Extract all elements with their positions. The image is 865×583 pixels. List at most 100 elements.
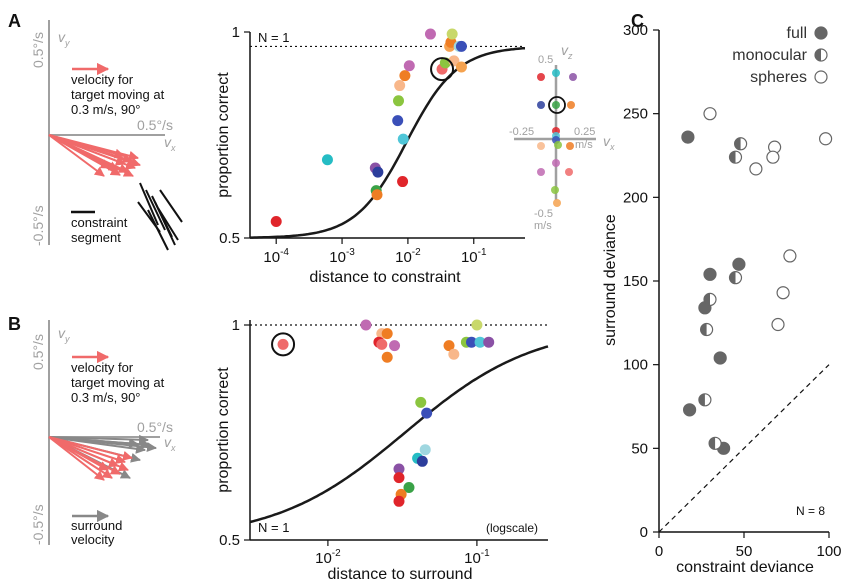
b-highlight-ring <box>271 332 296 357</box>
inset-top-label: 0.5 <box>538 54 553 66</box>
panel-label-c: C <box>631 11 644 31</box>
c-point-monocular-4 <box>699 322 714 337</box>
inset-point-4 <box>552 101 560 109</box>
a-point-22 <box>455 61 467 73</box>
inset-left-label: -0.25 <box>509 126 534 138</box>
a-x-tick-label-2-exp: -2 <box>412 247 421 258</box>
b-point-21 <box>393 472 405 484</box>
b-scale-note: (logscale) <box>486 521 538 535</box>
c-point-spheres-3 <box>766 150 780 164</box>
b-point-8 <box>471 319 483 331</box>
b-velocity-arrow-6 <box>48 436 133 461</box>
a-y-tick-label-1: 1 <box>232 24 240 41</box>
c-y-tick-label-5: 250 <box>623 106 648 123</box>
b-point-15 <box>415 396 427 408</box>
b-point-0 <box>277 338 289 350</box>
panel-b-velocity-diagram: vy 0.5°/s -0.5°/s 0.5°/s vx velocity for… <box>30 320 176 547</box>
a-fit-path <box>250 46 526 239</box>
c-y-tick-label-4: 200 <box>623 189 648 206</box>
chart-a: distance to constraint proportion correc… <box>215 24 615 286</box>
a-x-axis-label: distance to constraint <box>309 269 461 286</box>
a-x-tick-label-3: 10-1 <box>461 247 487 266</box>
b-x-tick-label-0-exp: -2 <box>332 548 341 559</box>
a-x-tick-label-1-exp: -3 <box>346 247 355 258</box>
a-x-tick-label-2-base: 10 <box>395 249 412 266</box>
b-point-12 <box>483 336 495 348</box>
b-vx-tick: 0.5°/s <box>137 419 173 435</box>
c-identity-path <box>658 364 830 533</box>
inset-point-1 <box>552 69 560 77</box>
b-point-20 <box>393 463 405 475</box>
b-x-tick-label-1-exp: -1 <box>481 548 490 559</box>
constraint-segment-0 <box>139 182 159 226</box>
inset-point-16 <box>553 199 561 207</box>
c-point-monocular-0 <box>733 137 748 151</box>
a-point-1 <box>321 154 333 166</box>
b-fit-path <box>249 345 549 524</box>
chart-b: distance to surround proportion correct … <box>215 317 549 583</box>
inset-point-15 <box>551 186 559 194</box>
a-points <box>270 28 467 228</box>
panel-label-b: B <box>8 314 21 334</box>
panel-label-a: A <box>8 11 21 31</box>
c-legend-marker-full <box>814 26 828 40</box>
b-x-tick-label-1-base: 10 <box>464 550 481 567</box>
a-highlight-ring <box>430 57 455 82</box>
c-legend-label-monocular: monocular <box>732 47 807 64</box>
inset-point-13 <box>537 168 545 176</box>
b-neg-label: -0.5°/s <box>30 504 46 545</box>
inset-point-3 <box>537 101 545 109</box>
constraint-segment-7 <box>157 207 179 241</box>
c-point-monocular-0-fill <box>734 137 741 150</box>
inset-vx-label: vx <box>603 133 615 152</box>
a-point-10 <box>394 80 406 92</box>
a-point-3 <box>372 166 384 178</box>
inset-point-2 <box>569 73 577 81</box>
inset-right-unit: m/s <box>575 139 593 151</box>
a-point-7 <box>397 133 409 145</box>
c-point-spheres-4 <box>749 162 763 176</box>
c-point-full-4 <box>713 351 727 365</box>
c-point-spheres-6 <box>776 286 790 300</box>
a-x-tick-label-1-base: 10 <box>329 249 346 266</box>
a-velocity-arrow-10 <box>48 134 125 159</box>
b-point-7 <box>381 351 393 363</box>
b-vx-label: vx <box>164 434 176 453</box>
b-y-tick-label-1: 1 <box>232 317 240 334</box>
b-legend-line1: velocity for <box>71 360 134 375</box>
b-x-tick-label-0-base: 10 <box>315 550 332 567</box>
constraint-segment-6 <box>159 189 183 223</box>
b-point-22 <box>403 482 415 494</box>
b-velocity-arrow-5 <box>48 436 109 471</box>
c-point-monocular-2-fill <box>704 293 710 306</box>
a-x-tick-label-0-exp: -4 <box>280 247 289 258</box>
a-legend-line2: target moving at <box>71 87 165 102</box>
b-legend-line2: target moving at <box>71 375 165 390</box>
c-legend-label-spheres: spheres <box>750 69 807 86</box>
c-y-tick-label-2: 100 <box>623 357 648 374</box>
c-legend-marker-monocular <box>814 48 828 62</box>
inset-point-0 <box>537 73 545 81</box>
c-n-annotation: N = 8 <box>796 504 825 518</box>
b-x-tick-label-1: 10-1 <box>464 548 490 567</box>
c-y-axis-label: surround deviance <box>602 214 619 346</box>
inset-vz-label: vz <box>561 42 573 61</box>
c-point-monocular-3-fill <box>729 271 736 284</box>
b-point-11 <box>474 336 486 348</box>
c-point-full-0 <box>681 130 695 144</box>
a-inset: vz vx 0.5 -0.5 m/s -0.25 0.25 m/s <box>509 42 615 232</box>
inset-point-14 <box>565 168 573 176</box>
c-identity-line <box>658 364 830 533</box>
a-vx-label: vx <box>164 134 176 153</box>
b-surround-arrow-3 <box>48 436 157 453</box>
inset-point-5 <box>567 101 575 109</box>
b-point-6 <box>389 340 401 352</box>
a-point-20 <box>455 40 467 52</box>
c-point-monocular-2 <box>703 292 717 307</box>
c-point-spheres-0 <box>703 107 717 121</box>
inset-point-11 <box>566 142 574 150</box>
a-point-0 <box>270 216 282 228</box>
b-surround-arrow-5 <box>48 434 149 445</box>
